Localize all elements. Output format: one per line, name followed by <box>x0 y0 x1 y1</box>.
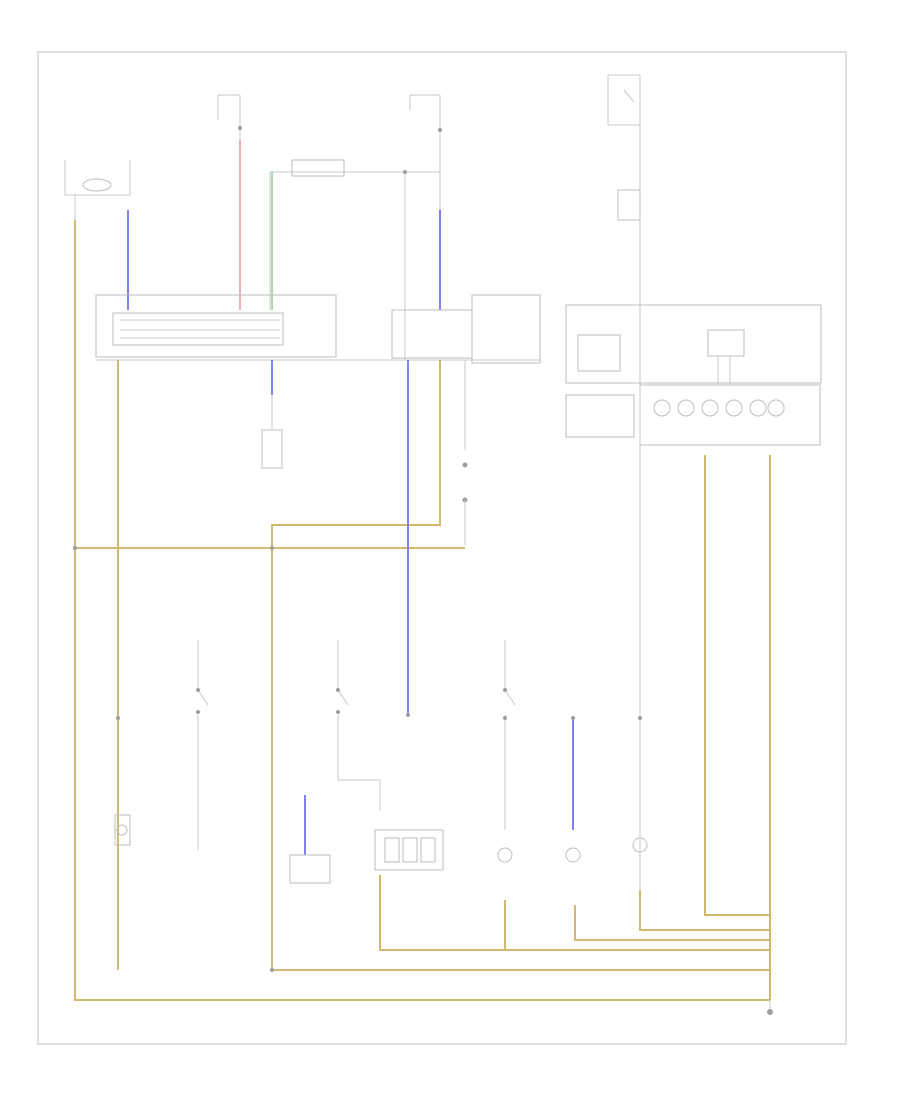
module-left <box>95 294 337 358</box>
top-feed-left <box>217 94 242 310</box>
ground-wire-mid <box>271 360 770 971</box>
device-3 <box>374 829 444 871</box>
junctions <box>73 546 642 972</box>
relay-upper <box>269 159 440 360</box>
diagram-frame <box>37 51 847 1045</box>
switch-lower-left <box>196 640 209 850</box>
ground-icon <box>767 1000 773 1015</box>
bulb-icon <box>497 847 513 863</box>
ground-wire-right-a <box>704 455 770 916</box>
ground-wire-return <box>379 875 770 951</box>
top-feed-center <box>409 94 442 310</box>
sensor-lower <box>261 360 283 469</box>
left-sensor <box>64 160 131 310</box>
device-1 <box>114 814 131 846</box>
top-feed-right <box>607 74 641 300</box>
wire-right-verticals <box>504 720 641 890</box>
device-2 <box>289 854 331 884</box>
module-right <box>565 300 822 720</box>
module-center <box>391 294 541 364</box>
bulb-2 <box>565 847 581 863</box>
bulb-1 <box>497 847 513 863</box>
switch-center <box>462 360 468 545</box>
switch-lower-center <box>336 640 381 810</box>
ground-wire-left <box>74 220 770 1001</box>
bulb-icon <box>565 847 581 863</box>
